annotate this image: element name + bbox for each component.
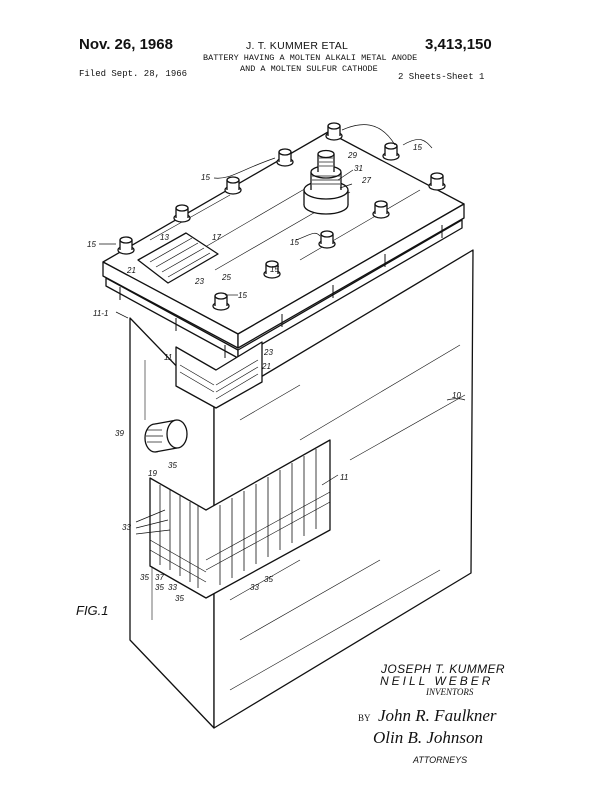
patent-title-line2: AND A MOLTEN SULFUR CATHODE [240,64,378,74]
ref-33-b: 33 [168,583,177,592]
ref-27: 27 [361,176,371,185]
ref-15-f: 15 [270,265,279,274]
ref-19: 19 [148,469,157,478]
ref-21: 21 [126,266,136,275]
ref-33-left: 33 [122,523,131,532]
ref-35-b3: 35 [175,594,184,603]
ref-37: 37 [155,573,164,582]
attorneys-label: ATTORNEYS [413,755,468,765]
lid-right-edge [237,203,465,349]
ref-15-c: 15 [87,240,96,249]
ref-15-d: 15 [290,238,299,247]
ref-23-upper: 23 [263,348,273,357]
filed-date: Filed Sept. 28, 1966 [79,69,188,79]
ref-29: 29 [347,151,357,160]
patent-date: Nov. 26, 1968 [79,36,173,53]
ref-15-b: 15 [201,173,210,182]
ref-31: 31 [354,164,363,173]
upper-cutaway [175,341,263,409]
ref-39: 39 [115,429,124,438]
lid-bolts [117,122,446,311]
ref-17: 17 [212,233,221,242]
inventors-header: J. T. KUMMER ETAL [246,40,349,52]
ref-33-br: 33 [250,583,259,592]
ref-13: 13 [160,233,169,242]
ref-11-1: 11-1 [93,309,108,318]
case-right-face [213,249,474,729]
attorney-signature-1: John R. Faulkner [378,706,497,725]
ref-25: 25 [221,273,231,282]
terminal-assembly [303,149,349,215]
ref-15-a: 15 [413,143,422,152]
attorney-signature-2: Olin B. Johnson [373,728,484,747]
ref-11-right: 11 [340,473,348,482]
ref-23: 23 [194,277,204,286]
figure-label: FIG.1 [76,603,109,618]
ref-35-b2: 35 [155,583,164,592]
by-label: BY [358,713,371,723]
lid-cutaway [137,232,219,284]
patent-number: 3,413,150 [425,36,492,53]
leader-lines [99,124,466,535]
gasket-right [237,219,463,359]
bolt-stubs [119,225,443,358]
ref-21-upper: 21 [261,362,271,371]
ref-10: 10 [452,391,461,400]
ref-15-e: 15 [238,291,247,300]
ref-35-top: 35 [168,461,177,470]
inventors-label: INVENTORS [426,687,474,697]
inventor-name-1: JOSEPH T. KUMMER [381,662,505,676]
inventor-name-2: NEILL WEBER [380,674,494,688]
cell-cutaway [149,439,331,599]
cell-tubes [159,449,317,588]
ref-35-br: 35 [264,575,273,584]
sheet-count: 2 Sheets-Sheet 1 [398,72,485,82]
side-fitting [144,419,188,453]
patent-title-line1: BATTERY HAVING A MOLTEN ALKALI METAL ANO… [203,53,418,63]
ref-35-bl: 35 [140,573,149,582]
ref-11-upper: 11 [164,353,172,362]
